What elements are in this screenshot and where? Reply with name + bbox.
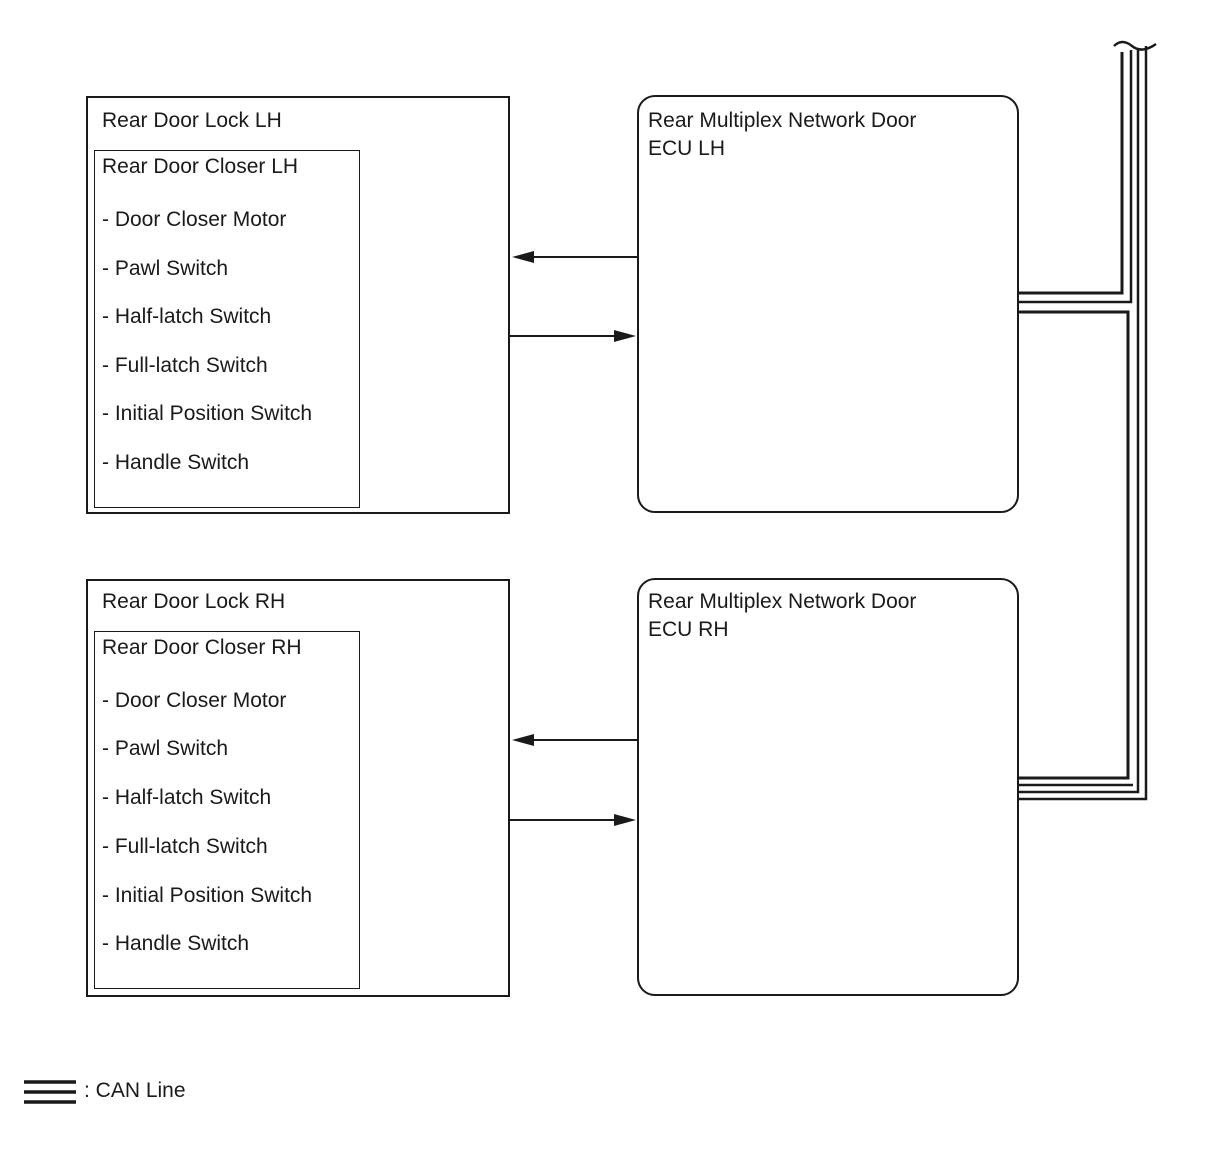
can-bus-break-mark <box>1113 40 1157 51</box>
ecu-rh-title: Rear Multiplex Network Door ECU RH <box>648 590 917 641</box>
rear-door-lock-lh-title: Rear Door Lock LH <box>102 109 282 132</box>
closer-rh-item: - Handle Switch <box>102 932 250 955</box>
closer-lh-item: - Initial Position Switch <box>102 402 313 425</box>
signal-lock-to-ecu-rh <box>510 814 636 826</box>
rear-door-lock-rh-title: Rear Door Lock RH <box>102 590 286 613</box>
ecu-rh-box <box>637 578 1019 996</box>
can-line-legend-icon <box>24 1080 76 1104</box>
closer-rh-item: - Pawl Switch <box>102 737 229 760</box>
legend-can-line-label: : CAN Line <box>84 1079 186 1102</box>
closer-lh-item: - Handle Switch <box>102 451 250 474</box>
rear-door-closer-lh-box <box>94 150 360 508</box>
rear-door-closer-rh-box <box>94 631 360 989</box>
rear-door-closer-rh-title: Rear Door Closer RH <box>102 636 302 659</box>
can-bus-trunk <box>1019 46 1148 801</box>
closer-lh-item: - Half-latch Switch <box>102 305 272 328</box>
ecu-lh-box <box>637 95 1019 513</box>
closer-rh-item: - Initial Position Switch <box>102 884 313 907</box>
closer-rh-item: - Full-latch Switch <box>102 835 268 858</box>
signal-ecu-to-lock-rh <box>512 734 637 746</box>
closer-lh-item: - Pawl Switch <box>102 257 229 280</box>
signal-ecu-to-lock-lh <box>512 251 637 263</box>
closer-rh-item: - Half-latch Switch <box>102 786 272 809</box>
signal-lock-to-ecu-lh <box>510 330 636 342</box>
rear-door-closer-lh-title: Rear Door Closer LH <box>102 155 299 178</box>
closer-lh-item: - Full-latch Switch <box>102 354 268 377</box>
ecu-lh-title: Rear Multiplex Network Door ECU LH <box>648 109 917 160</box>
closer-rh-item: - Door Closer Motor <box>102 689 287 712</box>
closer-lh-item: - Door Closer Motor <box>102 208 287 231</box>
